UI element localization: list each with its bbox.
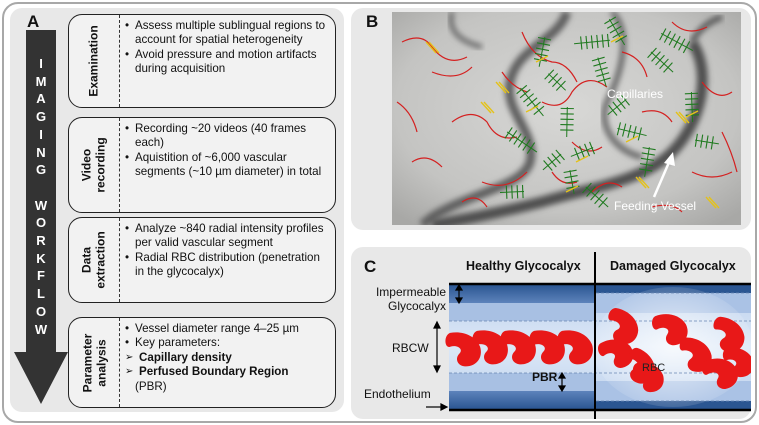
workflow-arrow <box>14 30 68 404</box>
feeding-vessel-arrow <box>652 152 675 198</box>
microscopy-image: Capillaries Feeding Vessel <box>392 12 741 225</box>
workflow-letter: W <box>34 321 48 337</box>
red-blood-cell <box>529 330 565 365</box>
workflow-step-title: Data extraction <box>80 231 109 289</box>
panel-b-label: B <box>366 12 379 31</box>
workflow-step-3: Data extraction Analyze ~840 radial inten… <box>68 217 336 303</box>
workflow-letter: W <box>34 197 48 213</box>
damaged-title: Damaged Glycocalyx <box>610 259 736 273</box>
panel-a-label: A <box>27 12 40 31</box>
panel-c-label: C <box>364 257 377 276</box>
workflow-step-title: Video recording <box>80 137 108 193</box>
workflow-step-item: Radial RBC distribution (penetration in … <box>121 251 329 280</box>
endothelium-label: Endothelium <box>364 387 431 401</box>
workflow-letter: I <box>39 56 43 71</box>
capillaries-label: Capillaries <box>607 87 664 101</box>
workflow-step-item: Key parameters: <box>121 336 329 351</box>
workflow-step-item: Perfused Boundary Region <box>121 365 329 380</box>
workflow-letter: F <box>37 268 45 284</box>
rbcw-label: RBCW <box>392 341 429 355</box>
workflow-letter: K <box>36 250 46 266</box>
workflow-letter: M <box>35 73 47 89</box>
workflow-letter: G <box>35 162 47 178</box>
workflow-letter: N <box>36 144 46 160</box>
red-blood-cell <box>722 347 751 378</box>
red-blood-cell <box>500 330 536 365</box>
pbr-label: PBR <box>532 370 558 384</box>
workflow-step-item: Capillary density <box>121 351 329 366</box>
workflow-step-item: Analyze ~840 radial intensity profiles p… <box>121 222 329 251</box>
impermeable-glycocalyx-label: Impermeable Glycocalyx <box>375 285 446 313</box>
workflow-step-item: Vessel diameter range 4–25 µm <box>121 322 329 337</box>
red-blood-cell <box>701 358 738 389</box>
workflow-step-1: Examination Assess multiple sublingual re… <box>68 14 336 108</box>
red-blood-cell <box>598 339 634 368</box>
red-blood-cell <box>632 362 664 393</box>
workflow-letter: G <box>35 109 47 125</box>
red-blood-cell <box>652 314 688 346</box>
workflow-step-title: Examination <box>87 25 102 97</box>
workflow-letter: O <box>35 303 47 319</box>
red-blood-cell <box>445 332 481 367</box>
healthy-title: Healthy Glycocalyx <box>466 259 581 273</box>
workflow-step-4: Parameter analysis Vessel diameter range … <box>68 317 336 408</box>
workflow-step-item: Aquistition of ~6,000 vascular segments … <box>121 151 329 180</box>
red-blood-cell <box>713 316 745 353</box>
workflow-step-item: Recording ~20 videos (40 frames each) <box>121 122 329 151</box>
workflow-step-2: Video recording Recording ~20 videos (40 … <box>68 117 336 213</box>
vessel-schematic <box>426 252 751 419</box>
workflow-letter: A <box>36 91 46 107</box>
workflow-step-item: Avoid pressure and motion artifacts duri… <box>121 48 329 77</box>
workflow-letter: L <box>37 286 45 302</box>
red-blood-cell <box>557 330 593 365</box>
rbc-label: RBC <box>642 362 666 374</box>
workflow-step-title: Parameter analysis <box>80 333 108 392</box>
red-blood-cell <box>608 308 639 345</box>
workflow-letter: R <box>36 233 46 248</box>
feeding-vessel-label: Feeding Vessel <box>614 199 697 213</box>
red-blood-cell <box>472 330 508 365</box>
workflow-step-item: Assess multiple sublingual regions to ac… <box>121 19 329 48</box>
workflow-letter: O <box>35 215 47 231</box>
workflow-letter: I <box>39 126 43 142</box>
workflow-step-item: (PBR) <box>135 379 167 393</box>
